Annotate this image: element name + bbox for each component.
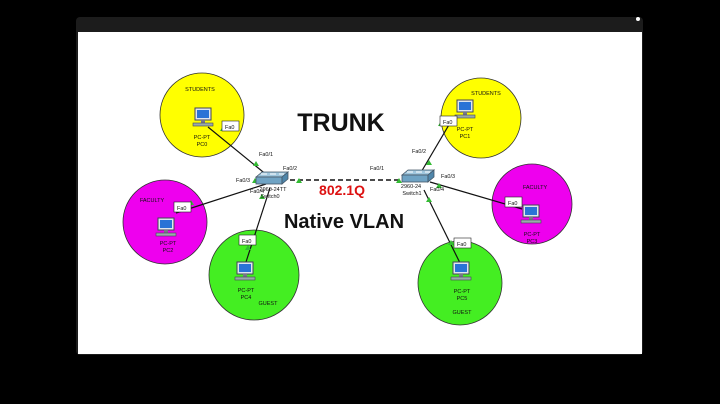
group-label-students-left: STUDENTS <box>185 87 215 93</box>
switch1-model: 2960-24 <box>401 184 421 190</box>
pc4-icon[interactable] <box>234 261 256 281</box>
pc5-icon[interactable] <box>450 261 472 281</box>
group-label-faculty-left: FACULTY <box>140 198 165 204</box>
pc5-name: PC5 <box>457 296 468 302</box>
link-pc5-sw1 <box>423 189 461 264</box>
group-label-students-right: STUDENTS <box>471 91 501 97</box>
sw1-port-fa01: Fa0/1 <box>370 166 384 172</box>
pc2-type: PC-PT <box>160 241 177 247</box>
sw0-port-fa01: Fa0/1 <box>259 152 273 158</box>
pc1-name: PC1 <box>460 134 471 140</box>
pc3-port: Fa0 <box>508 201 517 207</box>
trunk-title: TRUNK <box>297 109 385 137</box>
pc3-type: PC-PT <box>524 232 541 238</box>
group-label-guest-right: GUEST <box>453 310 473 316</box>
sw0-port-fa03: Fa0/3 <box>236 178 250 184</box>
faculty-right-circle <box>491 163 573 245</box>
pc4-name: PC4 <box>241 295 252 301</box>
pc2-name: PC2 <box>163 248 174 254</box>
guest-left-circle <box>208 229 300 321</box>
pc1-icon[interactable] <box>454 99 476 119</box>
pc5-port: Fa0 <box>457 242 466 248</box>
pc4-port: Fa0 <box>242 239 251 245</box>
protocol-label: 802.1Q <box>319 182 365 198</box>
pc0-port: Fa0 <box>225 125 234 131</box>
sw1-port-fa04: Fa0/4 <box>430 187 444 193</box>
pc3-name: PC3 <box>527 239 538 245</box>
link-pc1-sw1 <box>419 117 454 175</box>
pc2-icon[interactable] <box>155 217 177 237</box>
pc4-type: PC-PT <box>238 288 255 294</box>
pc0-icon[interactable] <box>192 107 214 127</box>
native-vlan-label: Native VLAN <box>284 211 404 233</box>
group-label-guest-left: GUEST <box>259 301 279 307</box>
sw0-port-fa02: Fa0/2 <box>283 166 297 172</box>
sw1-port-fa03: Fa0/3 <box>441 174 455 180</box>
link-pc0-sw0 <box>207 126 269 177</box>
switch1-icon[interactable] <box>401 169 435 183</box>
pc0-type: PC-PT <box>194 135 211 141</box>
switch0-icon[interactable] <box>255 171 289 185</box>
pc5-type: PC-PT <box>454 289 471 295</box>
sw1-port-fa02: Fa0/2 <box>412 149 426 155</box>
status-dot <box>636 17 640 21</box>
pc3-icon[interactable] <box>520 204 542 224</box>
pc0-name: PC0 <box>197 142 208 148</box>
switch0-name: Switch0 <box>260 194 279 200</box>
sw0-port-fa04: Fa0/4 <box>250 189 264 195</box>
group-label-faculty-right: FACULTY <box>523 185 548 191</box>
pc2-port: Fa0 <box>177 206 186 212</box>
pc1-type: PC-PT <box>457 127 474 133</box>
switch1-name: Switch1 <box>402 191 421 197</box>
switch0-model: 2960-24TT <box>260 187 288 193</box>
pc1-port: Fa0 <box>443 120 452 126</box>
pc-port-boxes <box>173 115 523 249</box>
